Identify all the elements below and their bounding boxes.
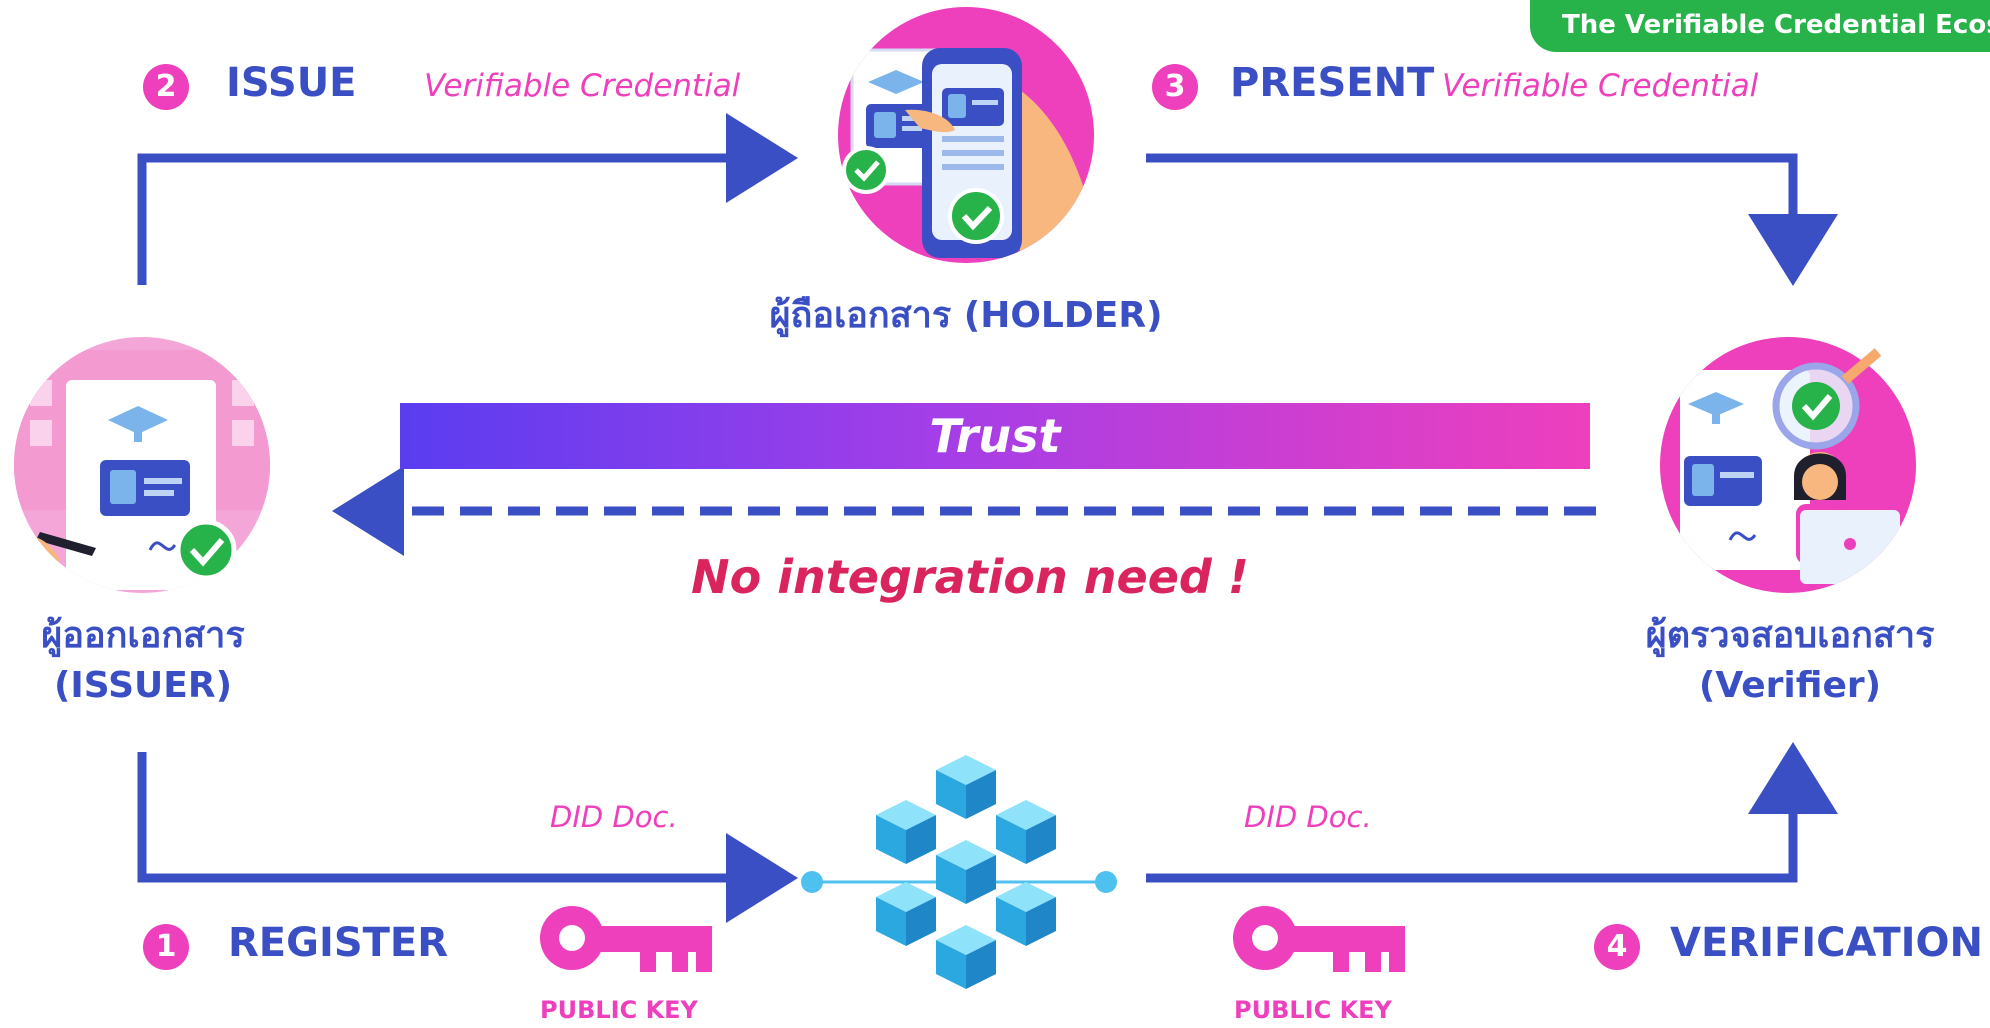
key-icon-right — [1233, 906, 1405, 972]
issuer-icon — [14, 337, 270, 593]
step-4-number: 4 — [1594, 924, 1640, 970]
did-doc-label-left: DID Doc. — [550, 800, 678, 834]
register-arrow — [137, 752, 798, 923]
present-credential-label: Verifiable Credential — [1442, 68, 1759, 104]
issuer-label-en: (ISSUER) — [53, 665, 233, 706]
step-4-label: VERIFICATION — [1670, 920, 1984, 966]
ecosystem-badge: The Verifiable Credential Ecosystem — [1530, 0, 1990, 52]
issue-arrow — [137, 113, 798, 285]
verification-arrow — [1146, 742, 1838, 883]
verifier-label-en: (Verifier) — [1698, 665, 1882, 706]
blockchain-icon — [801, 755, 1117, 989]
step-3-label: PRESENT — [1230, 60, 1435, 106]
present-arrow — [1146, 153, 1838, 286]
holder-icon — [838, 7, 1094, 263]
verifier-icon — [1660, 337, 1916, 593]
public-key-label-right: PUBLIC KEY — [1234, 996, 1392, 1024]
issue-credential-label: Verifiable Credential — [424, 68, 741, 104]
issuer-label-thai: ผู้ออกเอกสาร — [41, 615, 245, 656]
holder-label: ผู้ถือเอกสาร (HOLDER) — [769, 295, 1163, 336]
did-doc-label-right: DID Doc. — [1244, 800, 1372, 834]
no-integration-label: No integration need ! — [691, 550, 1249, 604]
trust-bar: Trust — [400, 403, 1590, 469]
step-2-number: 2 — [143, 64, 189, 110]
public-key-label-left: PUBLIC KEY — [540, 996, 698, 1024]
step-1-number: 1 — [143, 924, 189, 970]
verifier-label-thai: ผู้ตรวจสอบเอกสาร — [1645, 615, 1935, 656]
step-3-number: 3 — [1152, 64, 1198, 110]
step-1-label: REGISTER — [228, 920, 449, 966]
key-icon-left — [540, 906, 712, 972]
flow-arrows — [137, 113, 1838, 923]
step-2-label: ISSUE — [226, 60, 357, 106]
trust-label: Trust — [929, 409, 1061, 463]
